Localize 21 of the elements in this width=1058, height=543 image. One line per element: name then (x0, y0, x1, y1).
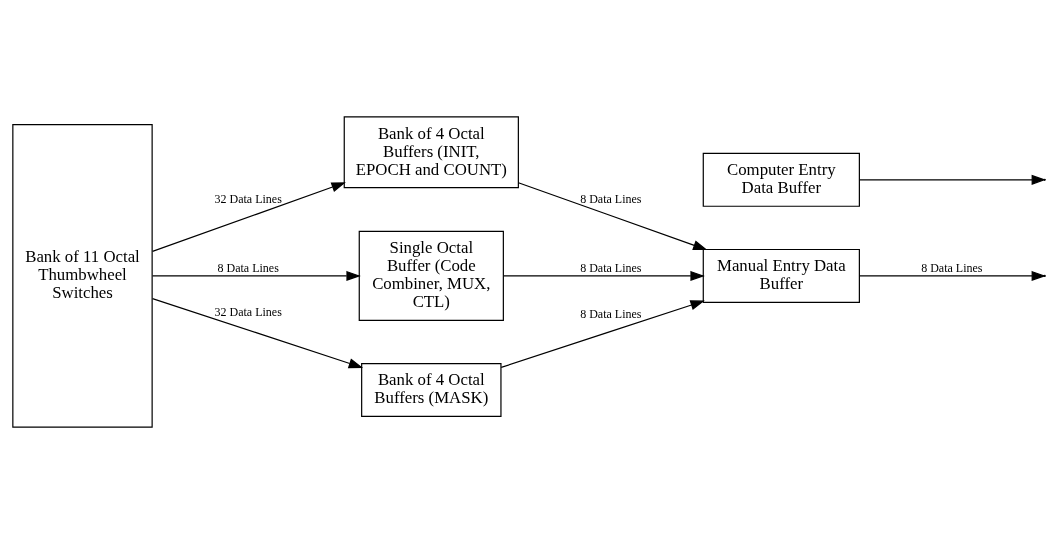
arrow (151, 270, 361, 281)
node-box: Bank of 11 Octal Thumbwheel Switches (12, 123, 153, 428)
arrow (859, 270, 1047, 281)
edge-label: 32 Data Lines (214, 304, 282, 319)
node-box: Manual Entry Data Buffer (702, 248, 860, 303)
arrow (517, 181, 708, 250)
edge-label: 8 Data Lines (580, 306, 642, 321)
edge-label: 8 Data Lines (580, 260, 642, 275)
arrow (503, 270, 705, 281)
node-box: Bank of 4 Octal Buffers (INIT, EPOCH and COUNT) (343, 115, 519, 188)
node-box: Computer Entry Data Buffer (702, 152, 860, 207)
edge-label: 8 Data Lines (921, 260, 983, 275)
node-box: Bank of 4 Octal Buffers (MASK) (361, 362, 502, 417)
arrow (859, 174, 1047, 185)
arrow (151, 297, 364, 368)
edge-label: 32 Data Lines (214, 191, 282, 206)
arrow (500, 299, 705, 368)
edge-label: 8 Data Lines (217, 260, 279, 275)
arrow (151, 181, 346, 252)
node-box: Single Octal Buffer (Code Combiner, MUX, CTL) (358, 230, 504, 321)
edge-label: 8 Data Lines (580, 191, 642, 206)
